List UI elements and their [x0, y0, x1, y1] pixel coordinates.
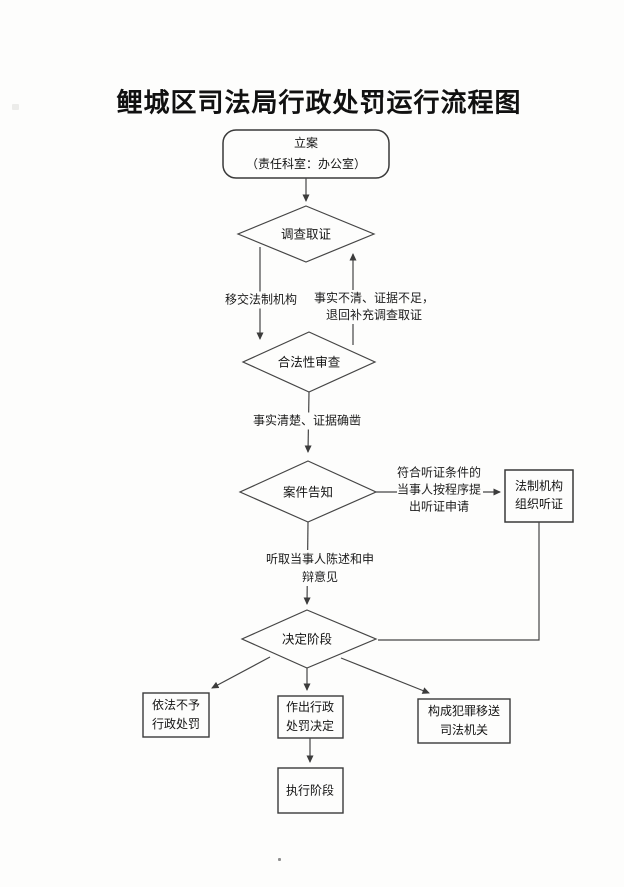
judicial-box-shape: [417, 698, 511, 744]
start-node-line2: （责任科室：办公室）: [245, 157, 367, 171]
page-title: 鲤城区司法局行政处罚运行流程图: [116, 88, 522, 118]
diamond-legality-label: 合法性审查: [277, 355, 341, 370]
diamond-decision-label: 决定阶段: [281, 632, 333, 647]
judicial-box-line2: 司法机关: [439, 723, 489, 737]
start-node-line1: 立案: [293, 136, 319, 150]
no-punish-box-line2: 行政处罚: [151, 717, 201, 731]
no-punish-box-shape: [142, 692, 210, 738]
scan-smudge: [12, 104, 19, 110]
judicial-box-line1: 构成犯罪移送: [427, 704, 501, 718]
decision-box-line2: 处罚决定: [285, 719, 335, 733]
start-node: 立案 （责任科室：办公室）: [246, 133, 366, 175]
edge-label-insufficient-line1: 事实不清、证据不足，: [313, 291, 435, 305]
edge-decision-to-no-punish: [211, 656, 271, 689]
edge-label-insufficient: 事实不清、证据不足， 退回补充调查取证: [310, 290, 438, 324]
edge-label-statement: 听取当事人陈述和申 辩意见: [262, 550, 378, 586]
edge-label-statement-line1: 听取当事人陈述和申: [265, 552, 375, 566]
edge-label-transfer: 移交法制机构: [221, 291, 301, 309]
diamond-investigate-label: 调查取证: [280, 227, 332, 242]
edge-label-statement-line2: 辩意见: [301, 570, 339, 584]
edge-label-hearing-line2: 当事人按程序提: [396, 482, 482, 497]
scan-dot: [278, 858, 281, 861]
edge-label-insufficient-line2: 退回补充调查取证: [325, 308, 423, 322]
decision-box-line1: 作出行政: [285, 700, 335, 714]
edge-decision-to-judicial: [340, 657, 430, 694]
edge-label-clear-facts: 事实清楚、证据确凿: [249, 412, 365, 430]
no-punish-box-line1: 依法不予: [151, 698, 201, 712]
execution-box-shape: [277, 767, 344, 814]
judicial-box: 构成犯罪移送 司法机关: [428, 702, 500, 740]
edge-label-hearing-line3: 出听证申请: [408, 499, 470, 514]
hearing-box: 法制机构 组织听证: [515, 477, 563, 513]
edge-hearing-box-to-decision: [378, 522, 540, 641]
diamond-notify-label: 案件告知: [282, 485, 334, 500]
edge-label-hearing-line1: 符合听证条件的: [396, 465, 482, 480]
hearing-box-line2: 组织听证: [514, 497, 564, 511]
hearing-box-line1: 法制机构: [514, 479, 564, 493]
edge-label-hearing-condition: 符合听证条件的 当事人按程序提 出听证申请: [397, 465, 481, 516]
diamond-investigate-shape: [236, 205, 376, 263]
execution-box: 执行阶段: [285, 783, 335, 798]
decision-box: 作出行政 处罚决定: [286, 698, 334, 736]
no-punish-box: 依法不予 行政处罚: [152, 696, 200, 734]
